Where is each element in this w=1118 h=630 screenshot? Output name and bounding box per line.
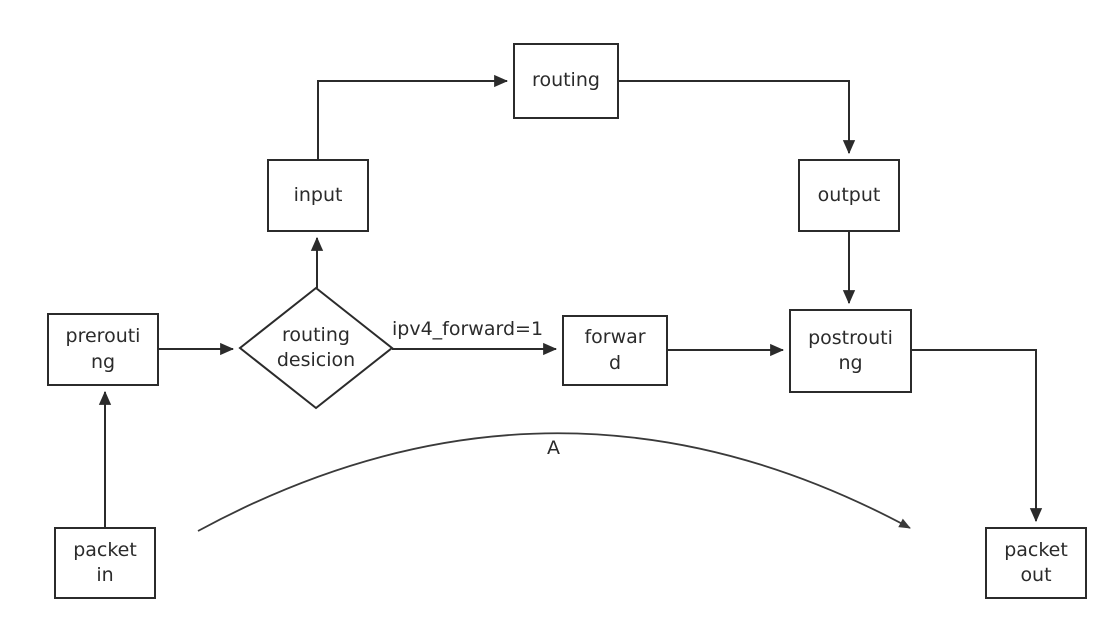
edge-label-arc-a: A <box>547 437 560 459</box>
edge-routing-to-output <box>618 80 856 155</box>
node-routing[interactable] <box>513 43 619 119</box>
node-postrouting[interactable] <box>789 309 912 393</box>
node-forward[interactable] <box>562 315 668 386</box>
edge-input-to-routing <box>317 74 509 160</box>
node-routing-desicion[interactable] <box>238 286 394 410</box>
node-output[interactable] <box>798 159 900 232</box>
node-packet-out[interactable] <box>985 527 1087 599</box>
node-packet-in[interactable] <box>54 527 156 599</box>
node-prerouting[interactable] <box>47 313 159 386</box>
edge-postrouting-to-packet-out <box>911 349 1043 523</box>
node-input[interactable] <box>267 159 369 232</box>
edge-curved-arc-a <box>197 432 911 532</box>
edge-label-ipv4-forward: ipv4_forward=1 <box>392 318 544 340</box>
